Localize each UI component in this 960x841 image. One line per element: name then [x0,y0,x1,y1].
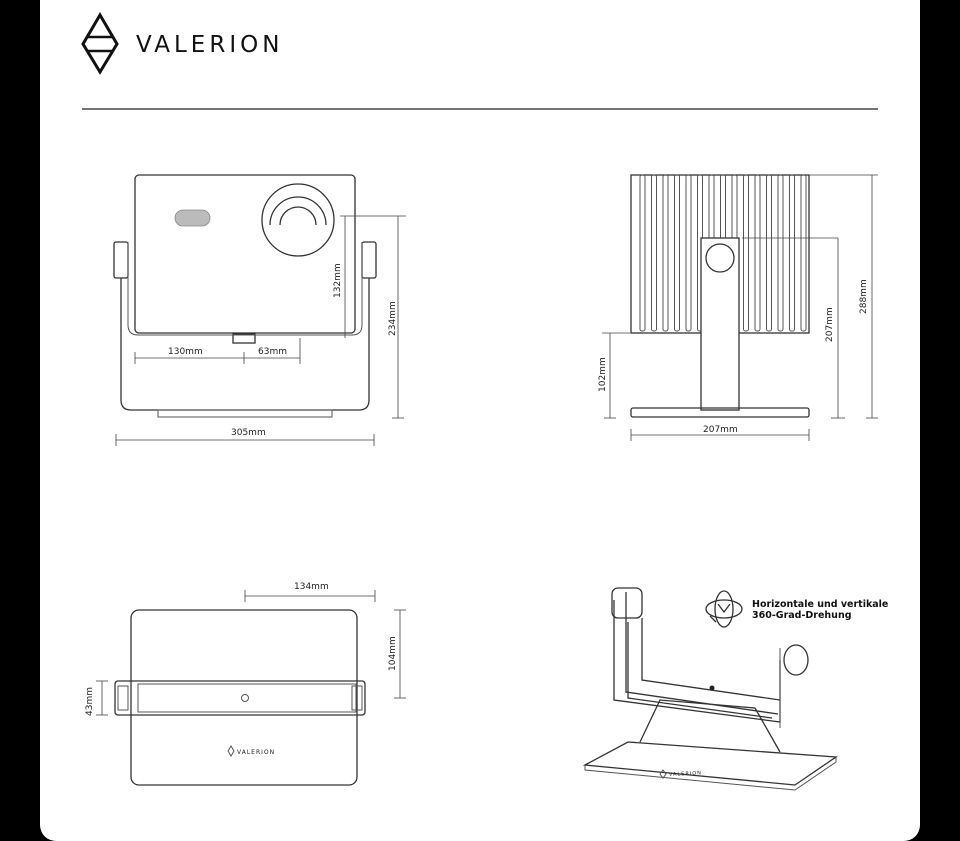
side-dim-arm-height: 207mm [825,307,835,342]
diamond-icon [81,12,119,75]
side-dim-base-height: 102mm [598,357,608,392]
cooling-fin [662,174,669,332]
cooling-fin [766,174,772,332]
top-dim-top: 134mm [294,582,329,592]
cooling-fin [743,174,749,332]
cooling-fin [639,174,646,332]
front-view: 130mm 63mm 305mm 132mm 234mm [113,174,406,446]
top-view: VALERION 134mm 104mm 43mm [85,582,406,786]
brand-name: VALERION [136,32,283,58]
side-view: 207mm 102mm 207mm 288mm [598,174,878,441]
cooling-fin [674,174,680,332]
rotation-note-line2: 360-Grad-Drehung [752,610,852,621]
top-dim-left: 43mm [85,687,95,716]
cooling-fin [685,174,692,332]
front-dim-width: 305mm [231,428,266,438]
front-dim-lens-height: 132mm [333,263,343,298]
rotation-note-line1: Horizontale und vertikale [752,599,888,610]
front-dim-height: 234mm [388,301,398,336]
top-small-logo: VALERION [237,749,275,756]
cooling-fin [777,174,784,332]
rotate-360-icon [705,590,743,628]
side-dim-total-height: 288mm [859,279,869,314]
front-dim-left: 130mm [168,347,203,357]
cooling-fin [754,174,761,332]
cooling-fin [800,174,807,332]
product-sheet [40,0,920,841]
top-dim-right: 104mm [388,636,398,671]
cooling-fin [651,174,657,332]
stand-base-logo: VALERION [669,770,702,778]
stand-view: VALERION [582,587,838,791]
front-dim-right: 63mm [258,347,287,357]
side-dim-depth: 207mm [703,425,738,435]
cooling-fin [789,174,795,332]
